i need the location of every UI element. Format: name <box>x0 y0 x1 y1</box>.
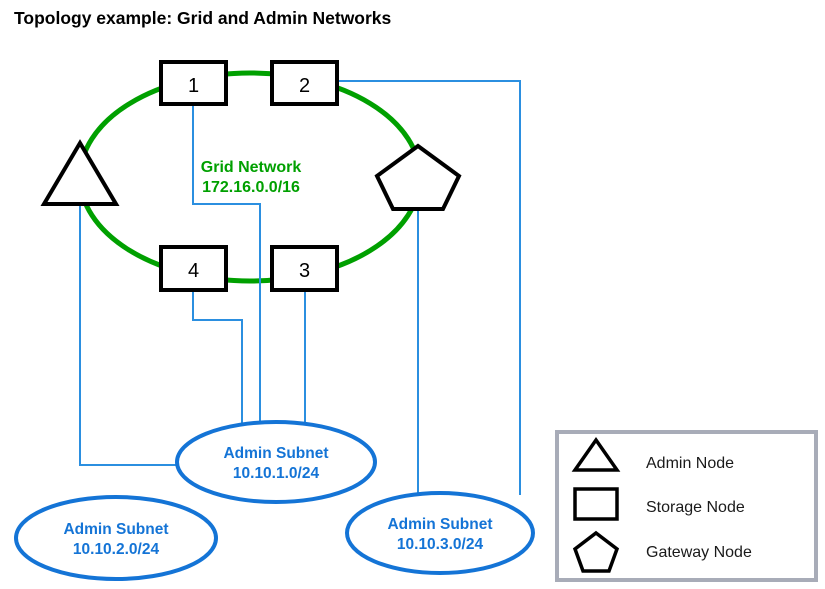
grid-network-ring <box>77 70 423 284</box>
link-adminnode-to-subnet1 <box>79 204 180 466</box>
legend-item-admin-node: Admin Node <box>571 436 734 472</box>
node-3-label: 3 <box>299 260 310 282</box>
admin-subnet-2-name: Admin Subnet <box>63 521 168 538</box>
admin-subnet-1[interactable]: Admin Subnet 10.10.1.0/24 <box>175 420 377 504</box>
triangle-icon <box>571 436 621 472</box>
page-title: Topology example: Grid and Admin Network… <box>14 8 392 28</box>
pentagon-icon <box>572 530 620 573</box>
node-2-label: 2 <box>299 75 310 97</box>
grid-network-name: Grid Network <box>201 159 302 176</box>
admin-subnet-2[interactable]: Admin Subnet 10.10.2.0/24 <box>14 495 218 581</box>
rectangle-icon <box>573 487 619 521</box>
link-node2-to-subnet3 <box>337 80 521 495</box>
node-4[interactable]: 4 <box>159 245 228 292</box>
node-1-label: 1 <box>188 75 199 97</box>
admin-node-triangle[interactable] <box>40 139 120 206</box>
link-node1-to-subnet1 <box>192 104 261 432</box>
admin-subnet-3-name: Admin Subnet <box>387 516 492 533</box>
admin-subnet-3-cidr: 10.10.3.0/24 <box>397 536 484 553</box>
legend-label-admin-node: Admin Node <box>646 455 734 472</box>
admin-subnet-1-name: Admin Subnet <box>223 445 328 462</box>
gateway-node-pentagon[interactable] <box>374 143 462 211</box>
admin-subnet-1-cidr: 10.10.1.0/24 <box>233 465 320 482</box>
node-2[interactable]: 2 <box>270 60 339 106</box>
legend-item-storage-node: Storage Node <box>573 487 745 521</box>
legend-label-storage-node: Storage Node <box>646 499 745 516</box>
node-4-label: 4 <box>188 260 199 282</box>
legend-item-gateway-node: Gateway Node <box>572 530 752 573</box>
link-node4-to-subnet1 <box>192 290 243 437</box>
admin-network-links <box>79 80 521 506</box>
legend-label-gateway-node: Gateway Node <box>646 544 752 561</box>
legend: Admin Node Storage Node Gateway Node <box>555 430 818 582</box>
grid-network-label: Grid Network 172.16.0.0/16 <box>201 159 302 196</box>
node-1[interactable]: 1 <box>159 60 228 106</box>
admin-subnet-2-cidr: 10.10.2.0/24 <box>73 541 160 558</box>
admin-subnet-3[interactable]: Admin Subnet 10.10.3.0/24 <box>345 491 535 575</box>
grid-network-cidr: 172.16.0.0/16 <box>202 179 300 196</box>
node-3[interactable]: 3 <box>270 245 339 292</box>
